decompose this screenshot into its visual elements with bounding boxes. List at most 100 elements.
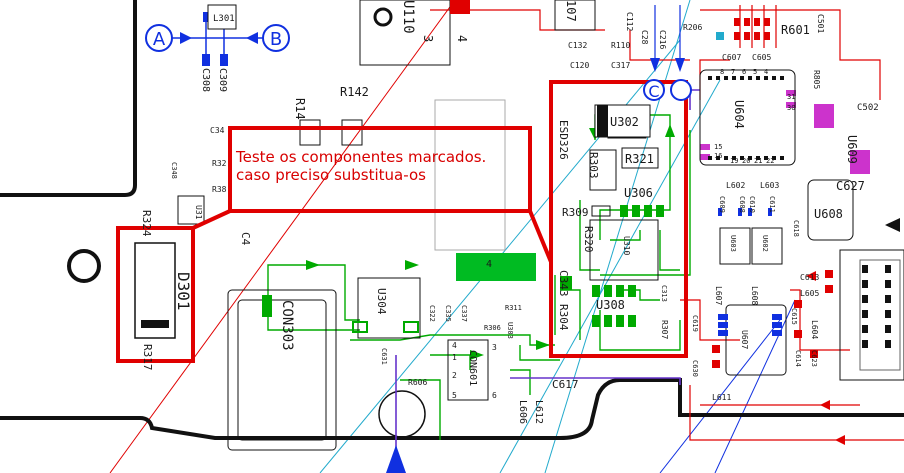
lbl-c615: C615 xyxy=(790,308,798,325)
red-traces xyxy=(430,5,904,441)
lbl-esd326: ESD326 xyxy=(557,120,570,160)
green-arrow xyxy=(536,340,550,350)
probe-b-label: B xyxy=(270,29,282,50)
lbl-c308: C308 xyxy=(200,68,211,92)
lbl-u110: U110 xyxy=(400,0,416,34)
blue-arrow xyxy=(386,445,406,473)
blue-arrow xyxy=(675,58,685,72)
lbl-l604: L604 xyxy=(810,320,819,339)
lbl-l612: L612 xyxy=(533,400,544,424)
lbl-c112: C112 xyxy=(625,12,634,31)
lbl-c609: C609 xyxy=(718,196,726,213)
lbl-c614: C614 xyxy=(794,350,802,367)
red-arrow xyxy=(820,400,830,410)
green-arrow xyxy=(665,124,675,137)
lbl-c348: C348 xyxy=(170,162,178,179)
lbl-u31: U31 xyxy=(194,205,203,220)
lbl-c34: C34 xyxy=(210,126,225,135)
lbl-p2: 2 xyxy=(452,371,457,380)
lbl-u308: U308 xyxy=(596,298,625,312)
lbl-e5: 5 xyxy=(753,68,757,76)
lbl-e4: 4 xyxy=(764,68,768,76)
lbl-r307: R307 xyxy=(660,320,669,339)
lbl-c607: C607 xyxy=(722,53,741,62)
lbl-l605: L605 xyxy=(800,289,819,298)
lbl-r309: R309 xyxy=(562,206,589,219)
lbl-c619: C619 xyxy=(691,315,699,332)
lbl-c618: C618 xyxy=(792,220,800,237)
lbl-l607: L607 xyxy=(714,286,723,305)
lbl-l611: L611 xyxy=(712,393,731,402)
lbl-19: 19 xyxy=(730,157,738,165)
component-labels: L301 C308 C309 U110 3 4 107 C112 C132 R1… xyxy=(140,0,879,424)
magenta-pad xyxy=(850,150,870,174)
red-arrow xyxy=(835,435,845,445)
magenta-pad xyxy=(814,104,834,128)
red-pads xyxy=(712,270,833,368)
lbl-d301: D301 xyxy=(174,272,193,311)
highlight-boxes xyxy=(116,80,688,363)
lbl-e6: 6 xyxy=(742,68,746,76)
black-pads xyxy=(862,218,900,348)
lbl-30: 30 xyxy=(787,104,795,112)
lbl-r206: R206 xyxy=(683,23,702,32)
lbl-c611: C611 xyxy=(768,196,776,213)
probe-a-group: A B xyxy=(145,4,290,66)
lbl-c216: C216 xyxy=(658,30,667,49)
lbl-u310: U310 xyxy=(622,236,631,255)
lbl-p3: 3 xyxy=(492,343,497,352)
lbl-107: 107 xyxy=(564,0,578,22)
probe-a-label: A xyxy=(153,29,166,50)
d301-component xyxy=(134,242,176,339)
lbl-r14: R14 xyxy=(293,98,307,120)
lbl-22: 22 xyxy=(766,157,774,165)
lbl-l608: L608 xyxy=(750,286,759,305)
green-component-4 xyxy=(456,253,536,281)
magenta-pad xyxy=(700,154,710,160)
board-outline xyxy=(0,0,904,440)
lbl-c608: C608 xyxy=(738,196,746,213)
lbl-u604: U604 xyxy=(732,100,746,129)
lbl-r320: R320 xyxy=(582,226,595,253)
lbl-r311: R311 xyxy=(505,304,522,312)
lbl-16: 16 xyxy=(714,152,722,160)
lbl-15: 15 xyxy=(714,143,722,151)
lbl-c120: C120 xyxy=(570,61,589,70)
lbl-u306: U306 xyxy=(624,186,653,200)
u302-component xyxy=(594,104,651,138)
lbl-c132: C132 xyxy=(568,41,587,50)
lbl-r601: R601 xyxy=(781,23,810,37)
lbl-r324: R324 xyxy=(140,210,153,237)
green-component-4-label: 4 xyxy=(486,259,492,270)
lbl-c501: C501 xyxy=(816,14,825,33)
lbl-c630: C630 xyxy=(691,360,699,377)
lbl-u602: U602 xyxy=(761,235,769,252)
lbl-e8: 8 xyxy=(720,68,724,76)
cyan-pad xyxy=(716,32,724,40)
blue-trace xyxy=(654,5,681,58)
lbl-con303: CON303 xyxy=(279,300,295,351)
lbl-u302: U302 xyxy=(610,115,639,129)
green-arrow xyxy=(470,350,484,360)
lbl-r142: R142 xyxy=(340,85,369,99)
lbl-n3: 3 xyxy=(421,35,435,42)
lbl-c309: C309 xyxy=(217,68,228,92)
magenta-pad xyxy=(786,90,796,96)
test-pad xyxy=(378,390,426,438)
lbl-c610: C610 xyxy=(748,196,756,213)
lbl-c337: C337 xyxy=(460,305,468,322)
lbl-c343: C343 xyxy=(557,270,570,297)
lbl-e7: 7 xyxy=(731,68,735,76)
probe-d xyxy=(670,79,692,101)
green-pads xyxy=(262,205,664,333)
lbl-u607: U607 xyxy=(740,330,749,349)
red-arrow xyxy=(806,271,816,281)
u604-pads xyxy=(708,76,784,160)
lbl-r303: R303 xyxy=(587,152,600,179)
lbl-31: 31 xyxy=(787,93,795,101)
u110-pad xyxy=(450,0,470,14)
component-outlines xyxy=(177,0,904,451)
lbl-p1: 1 xyxy=(452,353,457,362)
lbl-l301: L301 xyxy=(213,14,235,24)
lbl-c623: C623 xyxy=(810,350,818,367)
